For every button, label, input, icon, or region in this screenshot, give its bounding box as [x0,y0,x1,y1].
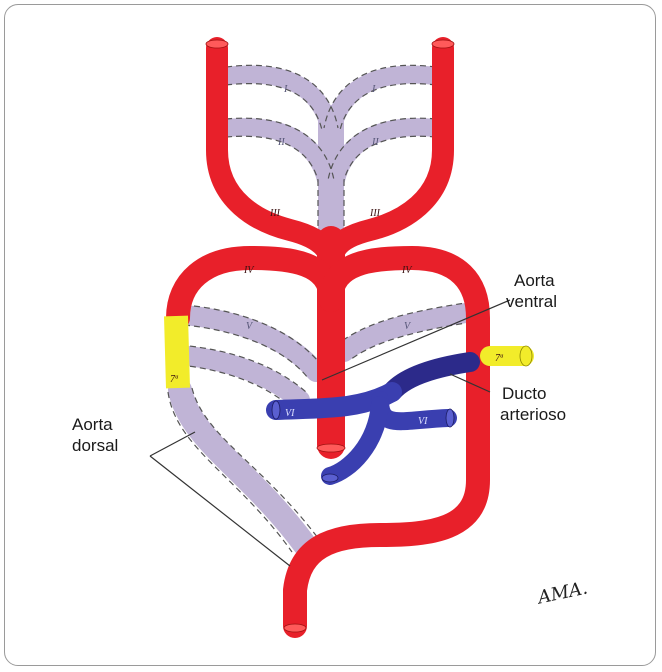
aorta-dorsal-pointer-1 [150,432,195,456]
arch-v-right [344,312,472,352]
numeral-vi-left: VI [285,408,295,419]
pulmonary-arteries [276,362,470,476]
numeral-iii-left: III [269,208,281,219]
aorta-dorsal-label: Aorta dorsal [72,415,118,455]
arch-vi-left-regressed [180,355,300,400]
numeral-ii-left: II [277,137,285,148]
numeral-seventh-left: 7ª [170,374,179,385]
aorta-dorsal-line-1: Aorta [72,415,113,434]
numeral-ii-right: II [371,137,379,148]
numeral-i-right: I [371,84,376,95]
ductus-arteriosus-vessel [392,362,470,392]
numeral-vi-right: VI [418,416,428,427]
aorta-ventral-label: Aorta ventral [506,271,559,311]
aorta-ventral-line-1: Aorta [514,271,555,290]
aorta-ventral-line-2: ventral [506,292,557,311]
numeral-seventh-right: 7ª [495,353,504,364]
arch-ii-right [336,127,436,180]
right-yellow-cap [520,346,532,366]
numeral-iii-right: III [369,208,381,219]
numeral-i-left: I [283,84,288,95]
ducto-arterioso-line-1: Ducto [502,384,546,403]
aorta-dorsal-line-2: dorsal [72,436,118,455]
ducto-arterioso-label: Ducto arterioso [500,384,566,424]
ducto-arterioso-line-2: arterioso [500,405,566,424]
artist-signature: AMA. [534,578,589,609]
arch-ii-left [226,127,326,180]
